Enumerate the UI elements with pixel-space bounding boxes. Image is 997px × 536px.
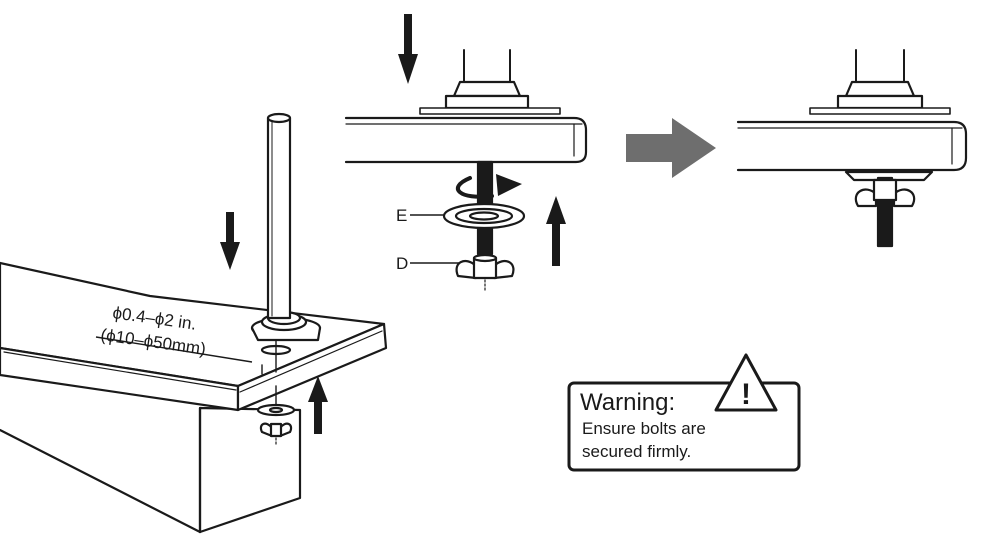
warning-line2: secured firmly. (582, 442, 691, 461)
warning-line1: Ensure bolts are (582, 419, 706, 438)
warning-title: Warning: (580, 389, 675, 416)
desk-cabinet-front-edge (0, 428, 202, 534)
wing-nut-assembled (854, 178, 916, 208)
transition-arrow (626, 118, 716, 178)
part-labels: E D (396, 206, 460, 273)
stand-base-lower (444, 94, 530, 110)
desk-section-mid (344, 116, 588, 164)
pole-top-cap (266, 112, 292, 124)
under-desk-wing-nut (259, 422, 293, 447)
down-arrow-mid (398, 14, 418, 84)
up-arrow-left (308, 376, 328, 434)
detail-assembled (736, 49, 968, 248)
washer-assembled (844, 170, 934, 182)
label-d: D (396, 254, 408, 273)
rotation-arrow (455, 176, 494, 199)
up-arrow-mid (546, 196, 566, 266)
rotation-arrow-head (496, 174, 522, 196)
label-e: E (396, 206, 407, 225)
detail-exploded (344, 49, 588, 293)
warning-exclamation: ! (741, 378, 751, 411)
warning-box: ! Warning: Ensure bolts are secured firm… (567, 353, 801, 472)
down-arrow-left (220, 212, 240, 270)
stand-base-upper (452, 80, 522, 98)
desk-assembly (0, 112, 388, 534)
wing-nut-d (455, 253, 515, 293)
pole (266, 116, 292, 320)
stand-base-upper-right (844, 80, 916, 98)
desk-section-right (736, 120, 968, 172)
warning-triangle-icon (714, 353, 778, 412)
